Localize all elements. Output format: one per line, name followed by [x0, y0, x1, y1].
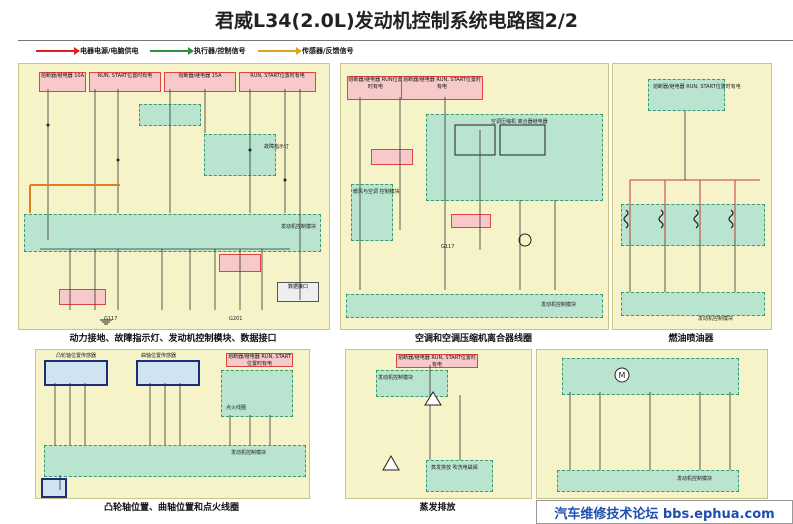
p3-fuse-box	[648, 79, 725, 111]
legend-power-label: 电器电源/电脑供电	[80, 47, 139, 55]
p2-hvac-label: 暖风与空调 控制模块	[353, 189, 400, 195]
p4-caption: 凸轮轴位置、曲轴位置和点火线圈	[103, 503, 239, 513]
page-title: 君威L34(2.0L)发动机控制系统电路图2/2	[214, 10, 579, 32]
p2-fuse-box-b: 熔断器/继电器 RUN, START位置时有电	[401, 76, 483, 100]
p1-data-box	[59, 289, 106, 305]
p1-dlc-box: 数据接口	[277, 282, 319, 302]
p5-caption: 蒸发排放	[419, 503, 456, 513]
p1-ground-label-2: G201	[229, 316, 243, 322]
p4-fuse-box: 熔断器/继电器 RUN, START位置时有电	[226, 353, 293, 367]
p1-ground-label: G117	[104, 316, 118, 322]
p2-ecm-label: 发动机控制模块	[541, 302, 577, 308]
p4-cmp-box	[44, 360, 108, 386]
p3-injector-box	[621, 204, 765, 246]
p3-ecm-label: 发动机控制模块	[698, 316, 734, 322]
p2-caption: 空调和空调压缩机离合器线圈	[414, 334, 532, 344]
panel-fuel-injectors: 熔断器/继电器 RUN, START位置时有电 发动机控制模块	[612, 63, 772, 330]
p4-ecm-box	[44, 445, 306, 477]
p5-ecm-box	[376, 370, 448, 397]
title-divider	[18, 40, 793, 41]
panel-evap: 熔断器/继电器 RUN, START位置时有电 发动机控制模块 蒸发排放 吹洗电…	[345, 349, 532, 499]
p4-cmp-label: 凸轮轴位置传感器	[56, 353, 97, 359]
p6-ecm-box	[557, 470, 739, 492]
p2-ground-label: G117	[441, 244, 455, 250]
p4-sensor-connector	[41, 478, 67, 498]
p2-fuse-box-a: 熔断器/继电器 RUN位置时有电	[347, 76, 404, 100]
p2-ecm-box	[346, 294, 603, 318]
p4-coil-label: 点火线圈	[226, 405, 247, 411]
p3-caption: 燃油喷油器	[668, 334, 714, 344]
panel-cam-crank-coil: 凸轮轴位置传感器 曲轴位置传感器 熔断器/继电器 RUN, START位置时有电…	[35, 349, 310, 499]
p5-ecm-label: 发动机控制模块	[378, 375, 414, 381]
p6-ecm-label: 发动机控制模块	[677, 476, 713, 482]
p2-splice-box-2	[451, 214, 491, 228]
legend-sensor: 传感器/反馈信号	[258, 44, 354, 58]
p5-valve-label: 蒸发排放 吹洗电磁阀	[431, 465, 478, 471]
p3-fuse-label: 熔断器/继电器 RUN, START位置时有电	[653, 84, 741, 90]
p6-top-box	[562, 358, 739, 395]
p3-ecm-box	[621, 292, 765, 316]
panel-motor: 发动机控制模块	[536, 349, 768, 499]
footer-watermark: 汽车维修技术论坛 bbs.ephua.com	[536, 500, 793, 524]
p1-mil-label: 故障指示灯	[264, 144, 290, 150]
p4-ckp-box	[136, 360, 200, 386]
legend-actuator-label: 执行器/控制信号	[194, 47, 246, 55]
p4-ckp-label: 曲轴位置传感器	[141, 353, 177, 359]
p5-valve-box	[426, 460, 493, 492]
p1-caption: 动力接地、故障指示灯、发动机控制模块、数据接口	[69, 334, 277, 344]
p1-ecm-label: 发动机控制模块	[281, 224, 317, 230]
p2-splice-box	[371, 149, 413, 165]
legend-actuator: 执行器/控制信号	[150, 44, 246, 58]
legend-actuator-line	[150, 47, 194, 55]
p1-fuse-box-c: 熔断器/继电器 15A	[164, 72, 236, 92]
p1-fuse-box-b: RUN, START位置时有电	[89, 72, 161, 92]
p1-fuse-box-d: RUN, START位置时有电	[239, 72, 316, 92]
panel-ac-compressor: 熔断器/继电器 RUN位置时有电 熔断器/继电器 RUN, START位置时有电…	[340, 63, 609, 330]
p1-ecm-box	[24, 214, 321, 252]
legend-power: 电器电源/电脑供电	[36, 44, 139, 58]
legend-sensor-label: 传感器/反馈信号	[302, 47, 354, 55]
legend-sensor-line	[258, 47, 302, 55]
p2-relay-label: 空调压缩机 离合器继电器	[491, 119, 548, 125]
p4-coil-box	[221, 370, 293, 417]
p1-fuse-box-a: 熔断器/继电器 10A	[39, 72, 86, 92]
legend-power-line	[36, 47, 80, 55]
p6-motor-label: M	[619, 371, 626, 380]
p6-motor-symbol	[614, 367, 630, 383]
p4-ecm-label: 发动机控制模块	[231, 450, 267, 456]
p1-mil-module	[204, 134, 276, 176]
p2-hvac-box	[351, 184, 393, 241]
p5-fuse-box: 熔断器/继电器 RUN, START位置时有电	[396, 354, 478, 368]
